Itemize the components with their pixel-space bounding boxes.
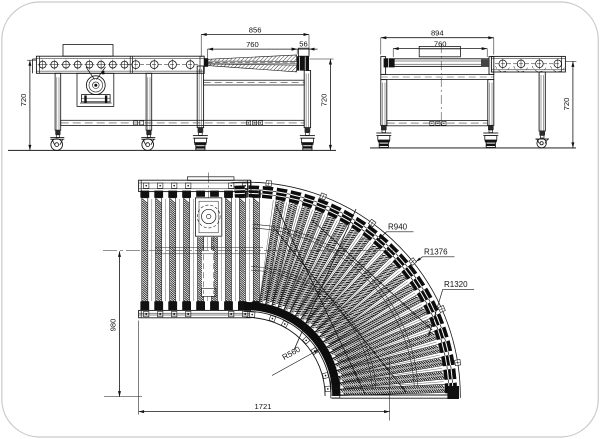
svg-text:R940: R940: [388, 223, 408, 232]
svg-text:760: 760: [246, 40, 259, 49]
svg-text:856: 856: [249, 25, 262, 34]
svg-text:720: 720: [320, 94, 329, 107]
svg-text:R1376: R1376: [424, 248, 448, 257]
svg-text:56: 56: [299, 40, 307, 49]
svg-text:980: 980: [108, 319, 117, 332]
svg-text:720: 720: [562, 98, 571, 111]
svg-text:R1320: R1320: [444, 280, 468, 289]
svg-text:894: 894: [431, 29, 444, 38]
svg-text:1721: 1721: [255, 402, 272, 411]
svg-text:760: 760: [434, 39, 447, 48]
svg-text:720: 720: [19, 94, 28, 107]
